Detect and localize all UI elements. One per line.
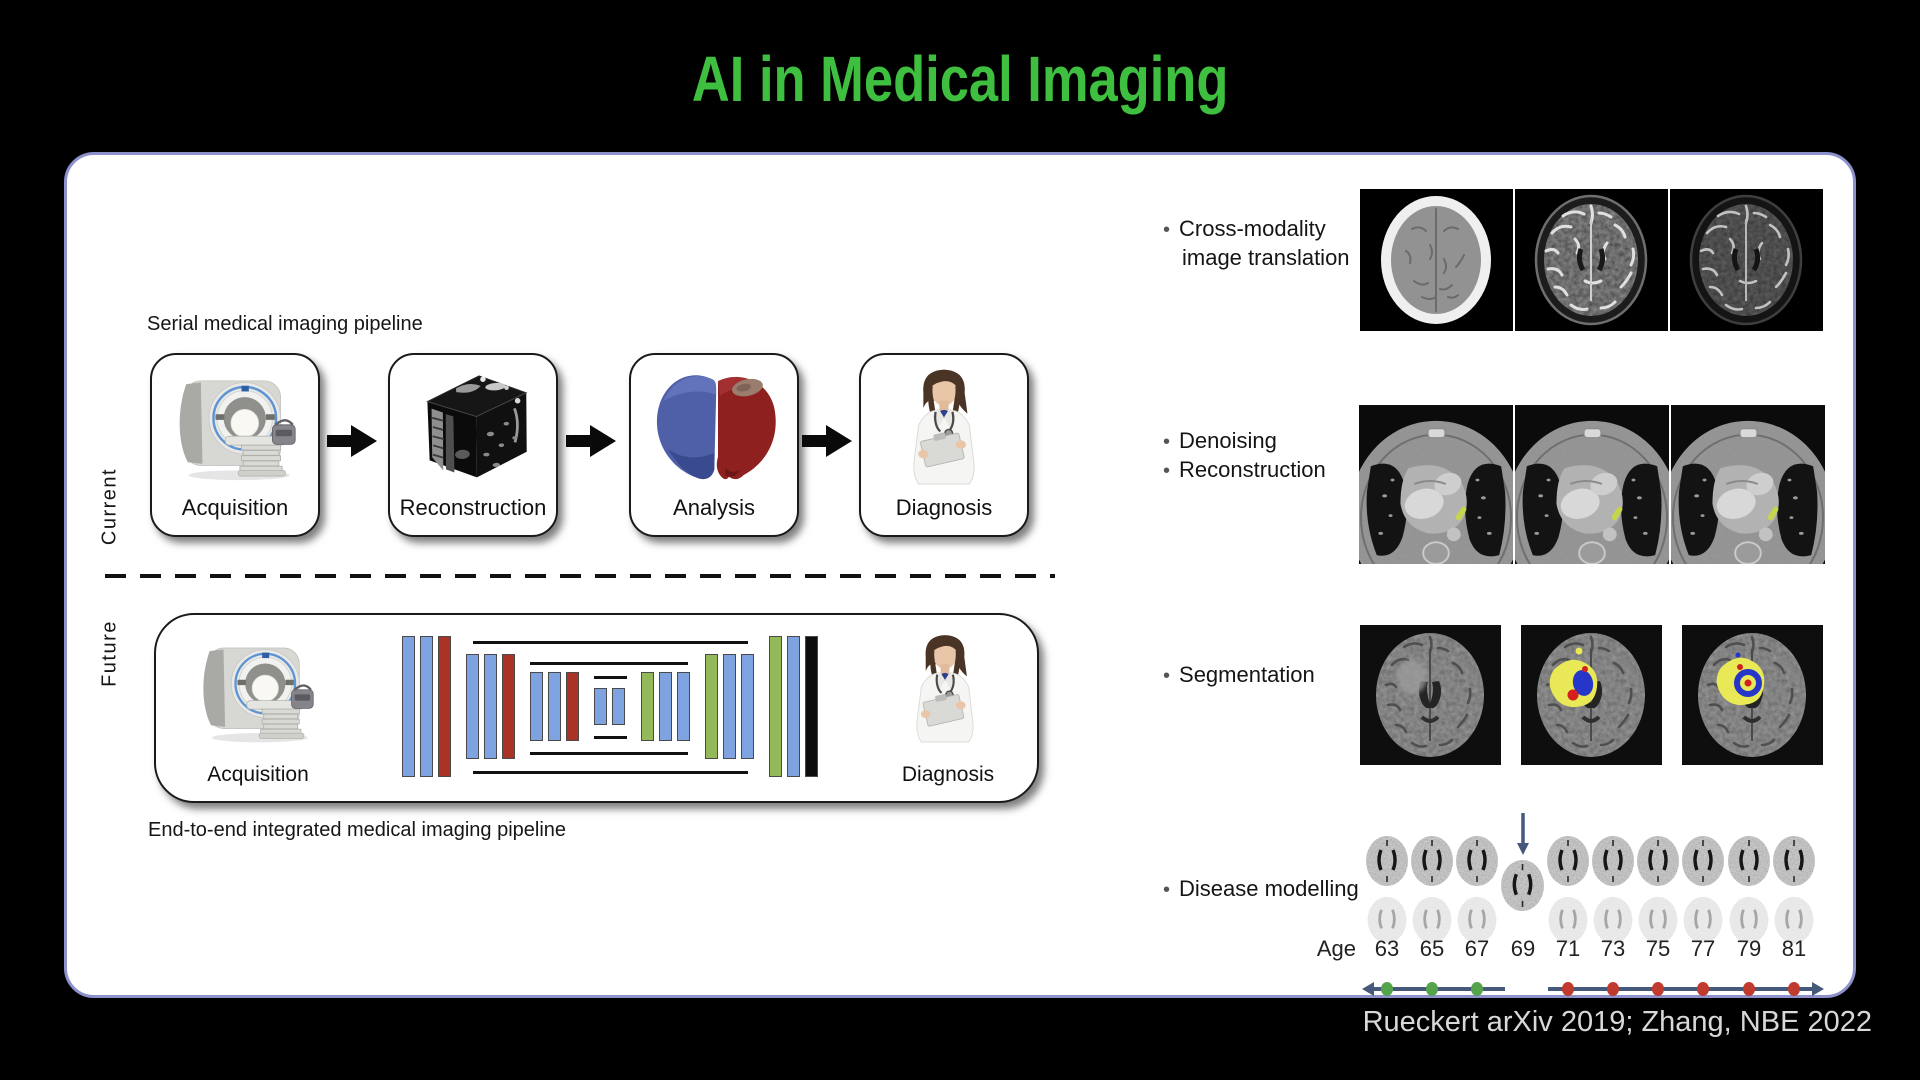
bullet-disease-modelling: •Disease modelling [1163,876,1359,901]
brain-age-image [1364,834,1410,888]
brain-age-image [1680,834,1726,888]
neural-network-diagram [402,632,820,779]
brain-mr-plain-image [1360,625,1501,765]
doctor-image [896,629,994,743]
stage-label: Acquisition [181,495,289,520]
heart-model-image [639,363,789,485]
future-diagnosis-label: Diagnosis [901,763,995,786]
future-acquisition-label: Acquisition [207,763,309,786]
doctor-image [869,363,1019,485]
flow-arrow-icon [566,423,616,459]
stage-box-analysis: Analysis [629,353,799,537]
stage-box-diagnosis: Diagnosis [859,353,1029,537]
page-title: AI in Medical Imaging [691,43,1229,115]
brain-age-image [1771,834,1817,888]
serial-pipeline-heading: Serial medical imaging pipeline [147,313,423,335]
current-future-divider [105,574,1055,578]
brain-ct-image [1360,189,1513,331]
row-label-future: Future [98,620,121,687]
brain-age-image [1635,834,1681,888]
brain-age-image [1726,834,1772,888]
cardiac-ct-images [1359,404,1826,565]
disease-modelling-figure: Age 63 65 67 69 71 73 75 77 79 81 [1317,811,1824,1003]
cardiac-ct-image [1671,404,1825,565]
bullet-segmentation: •Segmentation [1163,662,1315,687]
flow-arrow-icon [327,423,377,459]
stage-label: Analysis [673,495,755,520]
bullet-cross-modality: •Cross-modality image translation [1163,216,1350,270]
age-direction-arrows [1362,982,1824,996]
citation: Rueckert arXiv 2019; Zhang, NBE 2022 [1362,1006,1872,1038]
brain-age-image [1545,834,1591,888]
brain-mr-image [1515,189,1668,331]
brain-age-image [1454,834,1500,888]
cross-modality-images [1360,189,1824,331]
flow-arrow-icon [802,423,852,459]
stage-box-reconstruction: Reconstruction [388,353,558,537]
segmentation-images [1360,625,1823,765]
row-label-current: Current [98,467,121,546]
stage-label: Reconstruction [399,495,547,520]
ct-volume-cube-image [398,363,548,485]
mri-scanner-image [160,363,310,485]
mri-scanner-image [194,631,318,747]
content-panel: Serial medical imaging pipeline Current … [64,152,1856,998]
stage-box-acquisition: Acquisition [150,353,320,537]
brain-age-image [1590,834,1636,888]
brain-segmentation-image [1521,625,1662,765]
end-to-end-heading: End-to-end integrated medical imaging pi… [148,819,567,841]
brain-segmentation-image [1682,625,1823,765]
bullet-denoising-reconstruction: •Denoising •Reconstruction [1163,428,1326,482]
brain-age-image [1409,834,1455,888]
age-ticks: 63 65 67 69 71 73 75 77 79 81 [1374,936,1807,961]
brain-mr-image [1670,189,1823,331]
down-arrow-icon [1517,813,1529,855]
cardiac-ct-image [1515,404,1669,565]
future-pipeline-box: Acquisition Diagnosis [154,613,1039,803]
stage-label: Diagnosis [895,495,993,520]
age-axis-label: Age [1316,936,1356,961]
cardiac-ct-image [1359,404,1513,565]
brain-age-69-image [1499,857,1546,914]
